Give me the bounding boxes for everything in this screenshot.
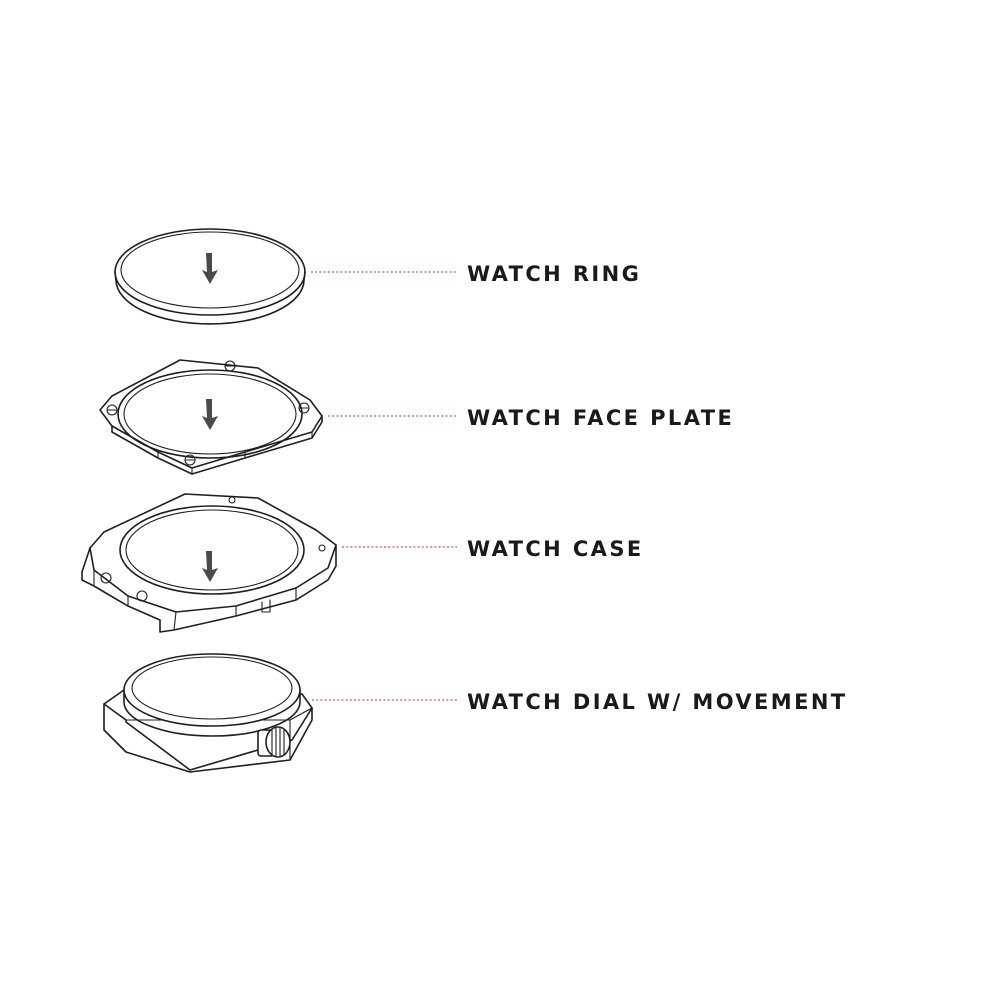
part-label: WATCH DIAL W/ MOVEMENT bbox=[467, 690, 848, 714]
watch-case-drawing: WATCH CASE bbox=[81, 493, 644, 633]
watch-ring-drawing: WATCH RING bbox=[114, 228, 641, 325]
crown-icon bbox=[257, 726, 291, 758]
down-arrow-icon bbox=[202, 253, 218, 284]
down-arrow-icon bbox=[202, 399, 218, 430]
down-arrow-icon bbox=[202, 551, 218, 582]
part-label: WATCH CASE bbox=[467, 537, 644, 561]
part-label: WATCH RING bbox=[467, 262, 641, 286]
part-label: WATCH FACE PLATE bbox=[467, 406, 734, 430]
screw-icon bbox=[106, 360, 310, 466]
watch-dial-movement-drawing: WATCH DIAL W/ MOVEMENT bbox=[103, 653, 848, 773]
watch-face-plate-drawing: WATCH FACE PLATE bbox=[99, 359, 734, 475]
